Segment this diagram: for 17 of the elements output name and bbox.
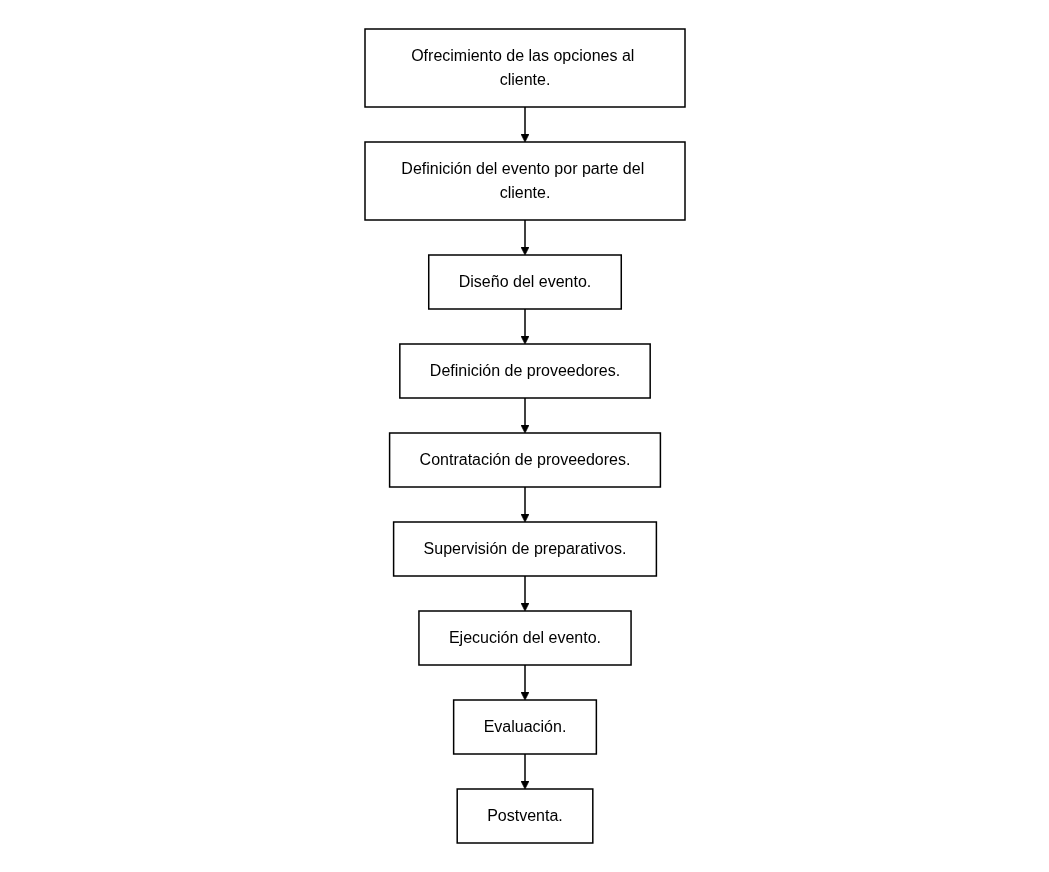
arrow (520, 753, 529, 790)
node-box: Postventa. (455, 788, 594, 844)
arrow (520, 106, 529, 143)
arrow (520, 397, 529, 434)
node-box: Definición de proveedores. (398, 343, 651, 399)
arrow (520, 219, 529, 256)
node-box: Definición del evento por parte del cliente. (363, 141, 686, 221)
node-box: Ejecución del evento. (417, 610, 632, 666)
node-box: Evaluación. (452, 699, 597, 755)
node-box: Supervisión de preparativos. (392, 521, 657, 577)
arrow (520, 308, 529, 345)
arrow (520, 664, 529, 701)
node-box: Ofrecimiento de las opciones al cliente. (363, 28, 686, 108)
node-box: Diseño del evento. (427, 254, 622, 310)
arrow (520, 575, 529, 612)
node-box: Contratación de proveedores. (388, 432, 661, 488)
arrow (520, 486, 529, 523)
